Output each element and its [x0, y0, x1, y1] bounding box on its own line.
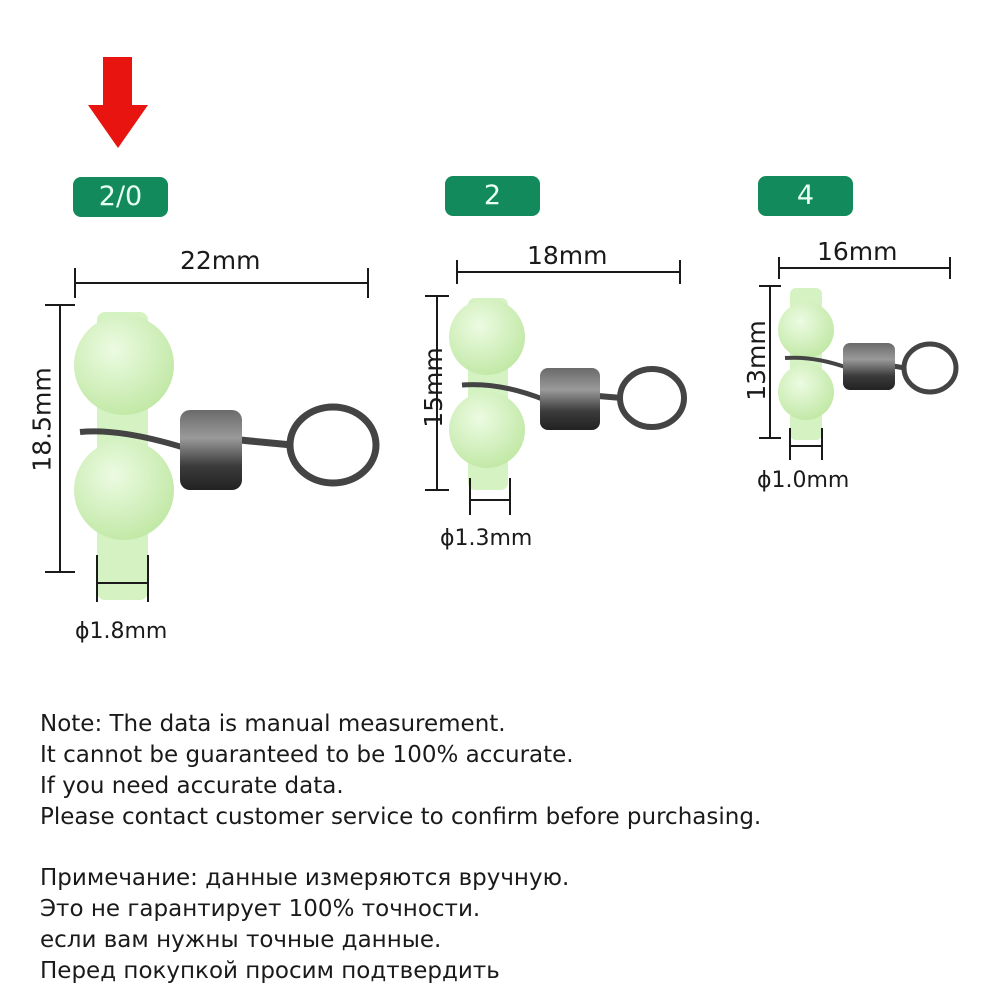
length-label-2-0: 22mm [180, 246, 261, 275]
swivel-4-illustration [759, 257, 959, 460]
height-label-2: 15mm [418, 347, 448, 428]
note-en-line-3: If you need accurate data. [40, 773, 344, 799]
note-ru-line-1: Примечание: данные измеряются вручную. [40, 865, 570, 891]
diameter-label-2: ϕ1.3mm [440, 526, 533, 551]
size-badge-2: 2 [445, 176, 540, 216]
note-en-line-1: Note: The data is manual measurement. [40, 711, 506, 737]
note-en-line-2: It cannot be guaranteed to be 100% accur… [40, 742, 574, 768]
size-badge-2-0: 2/0 [73, 177, 168, 217]
height-label-4: 13mm [741, 320, 771, 401]
diameter-label-2-0: ϕ1.8mm [75, 619, 168, 644]
height-label-2-0: 18.5mm [27, 367, 57, 472]
swivel-2-illustration [425, 260, 687, 515]
diameter-label-4: ϕ1.0mm [757, 468, 850, 493]
note-ru-line-2: Это не гарантирует 100% точности. [40, 896, 481, 922]
length-label-4: 16mm [817, 237, 898, 266]
selected-arrow-icon [88, 57, 148, 148]
note-ru-line-3: если вам нужны точные данные. [40, 927, 442, 953]
note-en-line-4: Please contact customer service to confi… [40, 804, 762, 830]
note-ru-line-4: Перед покупкой просим подтвердить [40, 958, 500, 984]
size-badge-4: 4 [758, 176, 853, 216]
swivel-2-0-illustration [45, 268, 380, 602]
length-label-2: 18mm [527, 241, 608, 270]
